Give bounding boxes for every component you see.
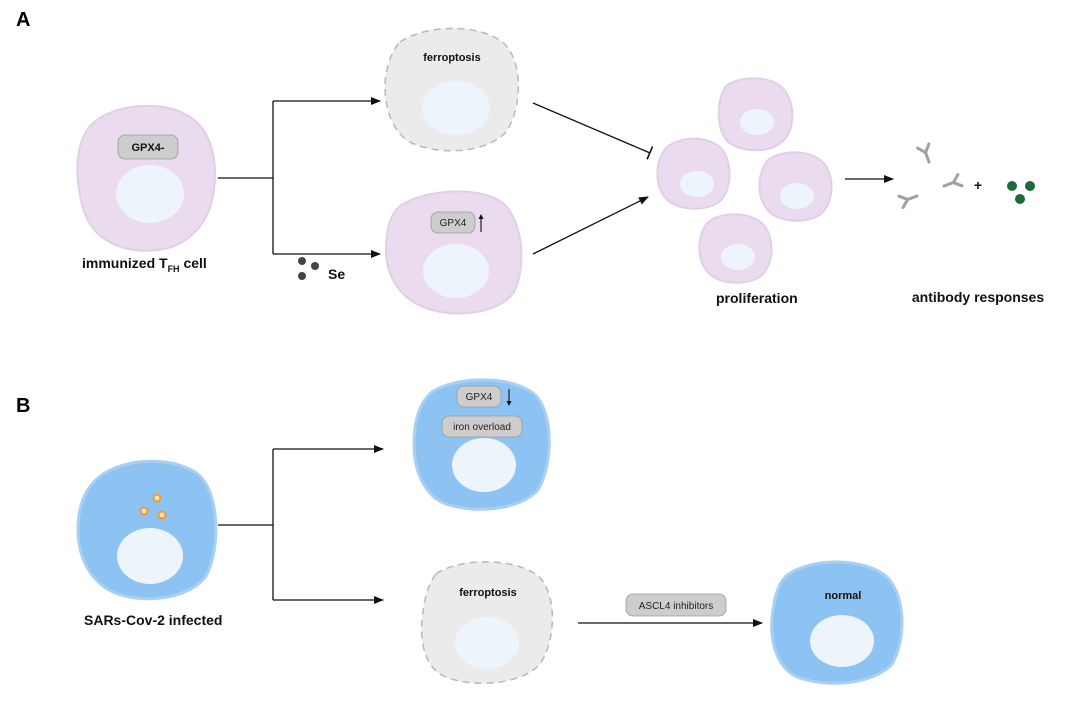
green-dot	[1025, 181, 1035, 191]
iron-overload-cell-nucleus	[452, 438, 516, 492]
cytokine-dots	[1007, 181, 1035, 204]
virus-icon	[139, 506, 149, 516]
tfh-label-suffix: cell	[180, 255, 207, 271]
prolif-cell-nucleus	[740, 109, 774, 135]
normal-label: normal	[825, 590, 862, 602]
arrow-to-proliferation	[532, 196, 649, 255]
tfh-label-main: immunized T	[82, 255, 168, 271]
ferroptosis-cell-a: ferroptosis	[384, 27, 519, 152]
infected-cell	[76, 459, 218, 601]
plus-sign: +	[974, 177, 982, 193]
gpx4-down-label: GPX4	[466, 392, 493, 403]
se-dot	[298, 272, 306, 280]
tfh-cell-nucleus	[116, 165, 184, 223]
ferroptosis-label-a: ferroptosis	[423, 52, 480, 64]
antibody-shape	[897, 194, 919, 209]
tfh-cell: GPX4-	[76, 104, 216, 252]
iron-overload-label: iron overload	[453, 422, 511, 433]
se-dot	[311, 262, 319, 270]
antibody-icon	[897, 194, 919, 209]
se-label: Se	[328, 266, 345, 282]
gpx4-up-label: GPX4	[440, 218, 467, 229]
gpx4-minus-label: GPX4-	[131, 142, 164, 154]
inhibition-line	[532, 102, 654, 160]
ferroptosis-cell-b: ferroptosis	[420, 561, 553, 685]
iron-overload-pill	[441, 415, 523, 438]
prolif-cell-top	[717, 77, 794, 152]
down-arrow-icon-head	[506, 401, 512, 406]
infected-label: SARs-Cov-2 infected	[84, 612, 222, 628]
gpx4-up-cell-nucleus	[423, 244, 489, 298]
gpx4-minus-pill	[117, 134, 179, 160]
prolif-cell-nucleus	[721, 244, 755, 270]
normal-cell: normal	[770, 560, 904, 685]
up-arrow-icon-head	[478, 214, 484, 219]
prolif-cell-nucleus	[680, 171, 714, 197]
ferroptosis-label-b: ferroptosis	[459, 587, 516, 599]
virus-icon	[157, 510, 167, 520]
prolif-cell-right	[758, 151, 833, 222]
se-dot	[298, 257, 306, 265]
virus-icon	[152, 493, 162, 503]
gpx4-up-pill	[430, 211, 476, 234]
proliferation-label: proliferation	[716, 290, 798, 306]
antibody-responses-label: antibody responses	[912, 289, 1044, 305]
virus-particles	[139, 493, 167, 520]
prolif-cell-left	[656, 137, 731, 210]
antibodies	[897, 142, 964, 209]
tfh-label-sub: FH	[168, 264, 180, 274]
ferroptosis-cell-a-nucleus	[422, 81, 490, 135]
selenium-dots	[298, 257, 319, 280]
inhibitors-pill	[625, 593, 727, 617]
gpx4-down-pill	[456, 385, 502, 408]
proliferation-cluster	[656, 77, 833, 284]
green-dot	[1015, 194, 1025, 204]
antibody-shape	[916, 142, 931, 164]
tfh-cell-label: immunized TFH cell	[82, 255, 207, 274]
gpx4-up-cell: GPX4	[384, 190, 523, 315]
antibody-icon	[916, 142, 931, 164]
antibody-shape	[942, 173, 964, 188]
prolif-cell-nucleus	[780, 183, 814, 209]
infected-cell-nucleus	[117, 528, 183, 584]
normal-cell-nucleus	[810, 615, 874, 667]
prolif-cell-bottom	[698, 213, 773, 284]
panel-a-letter: A	[16, 9, 30, 31]
ferroptosis-cell-b-nucleus	[455, 617, 519, 669]
inhibitors-label: ASCL4 inhibitors	[639, 601, 713, 612]
panel-b-letter: B	[16, 395, 30, 417]
green-dot	[1007, 181, 1017, 191]
iron-overload-cell: GPX4 iron overload	[412, 378, 551, 511]
antibody-icon	[942, 173, 964, 188]
